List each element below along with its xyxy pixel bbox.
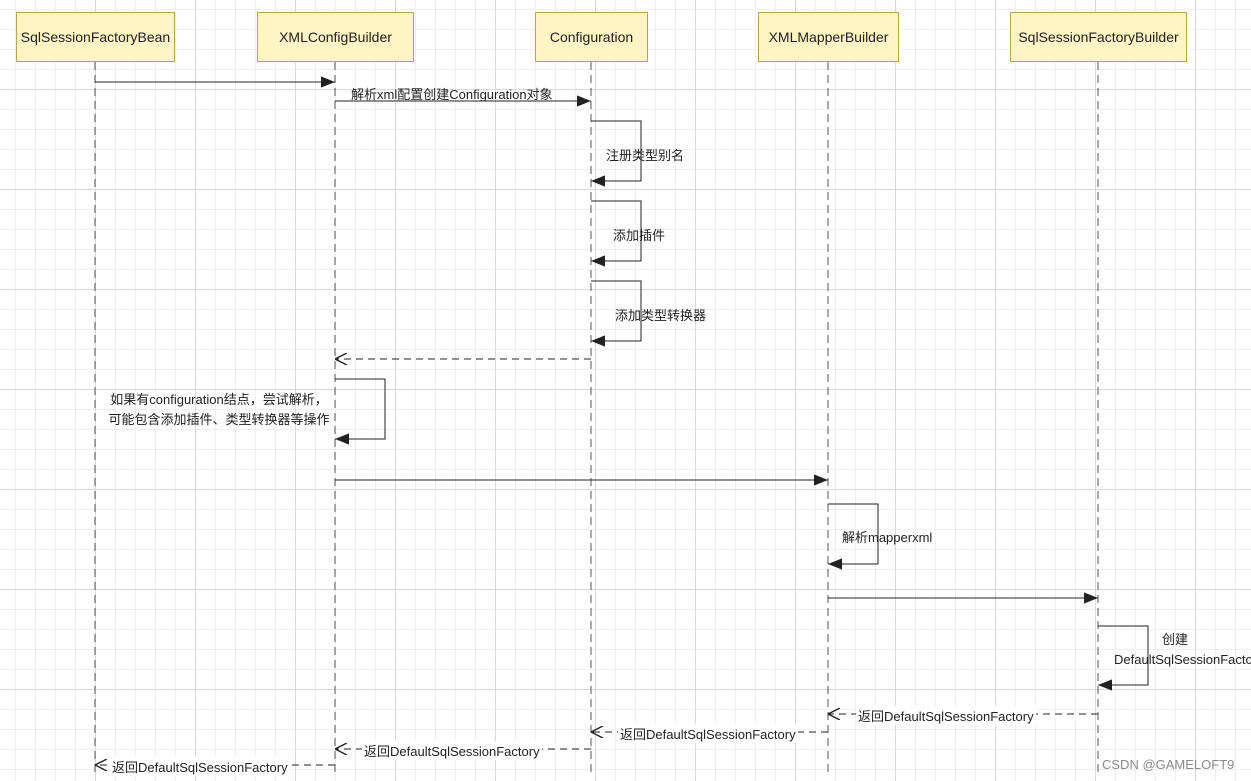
message-label-add-type-handler: 添加类型转换器: [615, 308, 707, 323]
message-label-parse-xml: 解析xml配置创建Configuration对象: [351, 87, 553, 102]
message-label-add-plugin: 添加插件: [613, 228, 666, 243]
actor-label: SqlSessionFactoryBuilder: [1018, 29, 1179, 45]
actor-sqlsessionfactorybean[interactable]: SqlSessionFactoryBean: [16, 12, 175, 62]
self-arrow-create-factory: [1098, 625, 1149, 691]
actor-xmlconfigbuilder[interactable]: XMLConfigBuilder: [257, 12, 414, 62]
self-arrow-parse-configuration-node: [335, 378, 386, 445]
message-label-return-to-configuration: 返回DefaultSqlSessionFactory: [618, 724, 798, 743]
message-label-parse-mapper-xml: 解析mapperxml: [842, 530, 933, 545]
actor-label: Configuration: [549, 29, 634, 45]
self-arrow-add-plugin: [591, 200, 642, 267]
actor-label: XMLMapperBuilder: [768, 29, 889, 45]
message-label-parse-configuration-node: 如果有configuration结点，尝试解析，可能包含添加插件、类型转换器等操…: [108, 392, 330, 427]
self-arrow-add-type-handler: [591, 280, 642, 347]
message-label-return-to-factory-bean: 返回DefaultSqlSessionFactory: [110, 757, 290, 776]
actor-xmlmapperbuilder[interactable]: XMLMapperBuilder: [758, 12, 899, 62]
actor-configuration[interactable]: Configuration: [535, 12, 648, 62]
self-arrow-register-alias: [591, 120, 642, 187]
actor-label: SqlSessionFactoryBean: [20, 29, 171, 45]
self-arrow-parse-mapper-xml: [828, 503, 879, 570]
message-label-return-to-config-builder: 返回DefaultSqlSessionFactory: [362, 741, 542, 760]
watermark: CSDN @GAMELOFT9: [1102, 757, 1235, 772]
message-label-create-factory: 创建DefaultSqlSessionFactory: [1114, 632, 1251, 667]
message-label-register-alias: 注册类型别名: [606, 148, 685, 163]
actor-sqlsessionfactorybuilder[interactable]: SqlSessionFactoryBuilder: [1010, 12, 1187, 62]
actor-label: XMLConfigBuilder: [279, 29, 392, 45]
message-label-return-to-mapper-builder: 返回DefaultSqlSessionFactory: [856, 706, 1036, 725]
